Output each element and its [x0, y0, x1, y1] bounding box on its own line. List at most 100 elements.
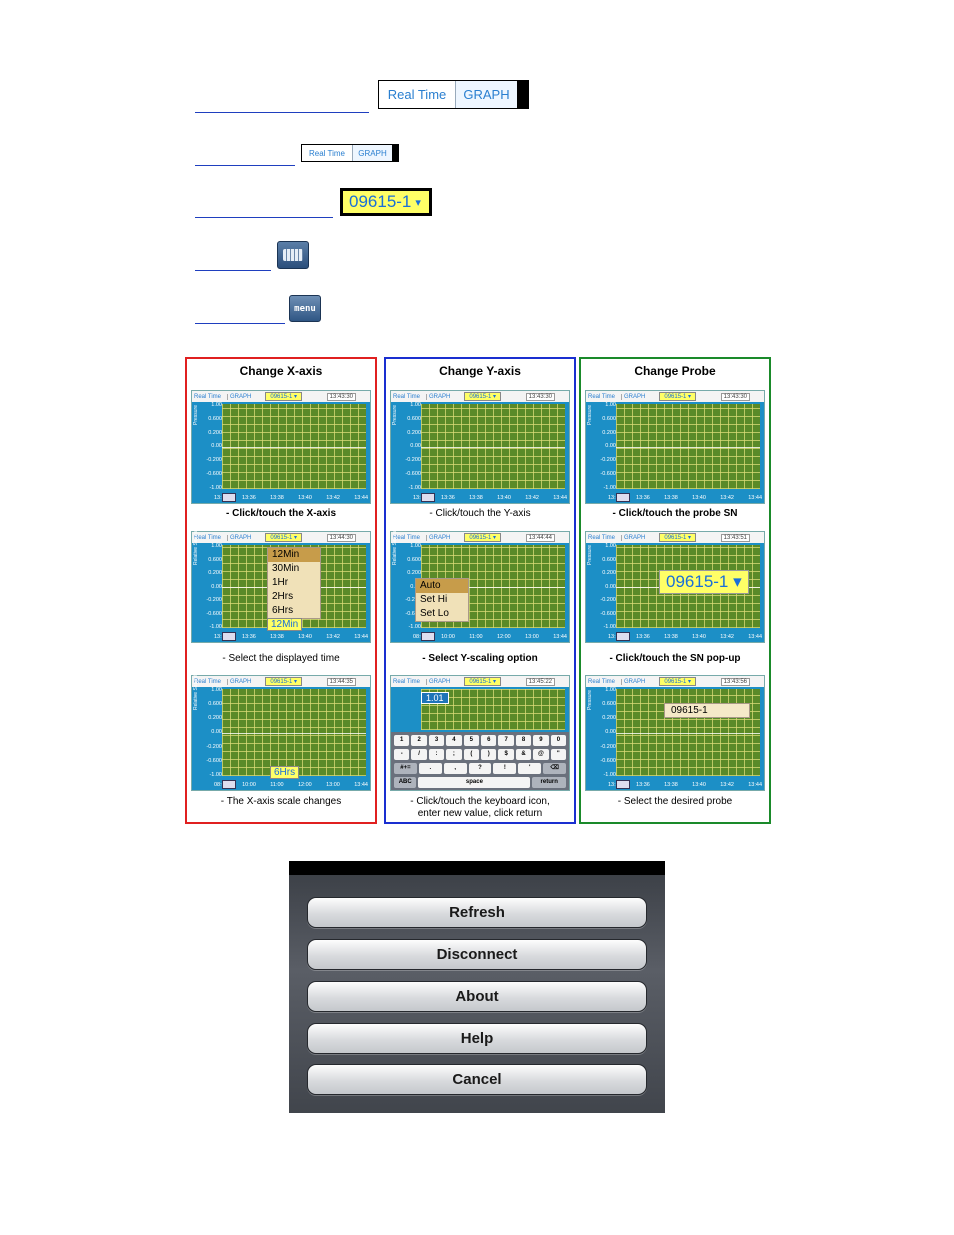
step-caption: - Click/touch the SN pop-up [609, 653, 741, 664]
help-button[interactable]: Help [307, 1023, 647, 1054]
disconnect-button[interactable]: Disconnect [307, 939, 647, 970]
key[interactable]: . [418, 763, 442, 774]
key[interactable]: #+= [394, 763, 417, 774]
probe-sn[interactable]: 09615-1 ▾ [659, 392, 697, 401]
cancel-button[interactable]: Cancel [307, 1064, 647, 1095]
realtime-graph-toggle-large[interactable]: Real Time GRAPH [378, 80, 529, 109]
key[interactable]: - [394, 749, 410, 760]
graph-plot[interactable] [222, 404, 366, 489]
key[interactable]: 1 [394, 735, 410, 746]
probe-sn-selector[interactable]: 09615-1 ▾ [340, 188, 432, 216]
selected-time-tag[interactable]: 12Min [267, 618, 303, 631]
key[interactable]: 9 [533, 735, 549, 746]
graph-label: GRAPH [352, 145, 392, 161]
keyboard-icon[interactable] [277, 241, 309, 269]
key[interactable]: 6 [481, 735, 497, 746]
sn-label: 09615-1 [349, 192, 412, 211]
key[interactable]: 7 [498, 735, 514, 746]
sn-popup[interactable]: 09615-1 ▾ [659, 570, 749, 594]
key[interactable]: & [515, 749, 532, 760]
time-range-dropdown[interactable]: 12Min 30Min 1Hr 2Hrs 6Hrs [267, 547, 321, 619]
key[interactable]: ! [493, 763, 517, 774]
step-caption: - Click/touch the Y-axis [429, 508, 531, 519]
dropdown-option[interactable]: 2Hrs [272, 591, 294, 602]
dropdown-option[interactable]: Set Lo [420, 608, 449, 619]
key[interactable]: 3 [428, 735, 445, 746]
keyboard-icon[interactable] [421, 493, 435, 502]
key[interactable]: ? [468, 763, 492, 774]
dropdown-option[interactable]: 12Min [268, 548, 320, 562]
value-input[interactable]: 1.01 [421, 692, 449, 704]
selected-time-tag[interactable]: 6Hrs [270, 766, 300, 779]
key[interactable]: 5 [463, 735, 480, 746]
step-caption: - The X-axis scale changes [220, 796, 342, 807]
key[interactable]: 4 [446, 735, 462, 746]
key[interactable]: 0 [550, 735, 567, 746]
key[interactable]: @ [533, 749, 549, 760]
probe-choice[interactable]: 09615-1 [664, 703, 750, 718]
graph-plot[interactable] [616, 404, 760, 489]
key[interactable]: " [550, 749, 567, 760]
backspace-icon[interactable]: ⌫ [543, 763, 567, 774]
space-key[interactable]: space [418, 777, 531, 788]
y-scaling-dropdown[interactable]: Auto Set Hi Set Lo [415, 578, 469, 622]
key[interactable]: 2 [411, 735, 427, 746]
return-key[interactable]: return [532, 777, 566, 788]
key[interactable]: / [411, 749, 427, 760]
keyboard-icon[interactable] [616, 780, 630, 789]
about-button[interactable]: About [307, 981, 647, 1012]
keyboard-icon[interactable] [616, 632, 630, 641]
key[interactable]: ; [446, 749, 462, 760]
key[interactable]: ' [518, 763, 542, 774]
underline [195, 270, 271, 271]
step-caption: - Select the displayed time [222, 653, 340, 664]
key[interactable]: ABC [394, 777, 417, 788]
keyboard-icon[interactable] [222, 493, 236, 502]
key[interactable]: : [428, 749, 445, 760]
key[interactable]: ) [481, 749, 497, 760]
refresh-button[interactable]: Refresh [307, 897, 647, 928]
graph-plot[interactable] [421, 689, 565, 730]
menu-icon[interactable]: menu [289, 295, 321, 322]
dropdown-option[interactable]: Set Hi [420, 594, 448, 605]
underline [195, 165, 295, 166]
dropdown-option[interactable]: Auto [416, 579, 468, 593]
realtime-graph-toggle-small[interactable]: Real Time GRAPH [301, 144, 399, 162]
dropdown-option[interactable]: 1Hr [272, 577, 289, 588]
key[interactable]: ( [463, 749, 480, 760]
graph-plot[interactable] [222, 689, 366, 776]
keyboard-icon[interactable] [222, 780, 236, 789]
underline [195, 217, 333, 218]
menu-label: menu [294, 303, 316, 314]
key[interactable]: $ [498, 749, 514, 760]
underline [195, 112, 369, 113]
key[interactable]: 8 [515, 735, 532, 746]
dropdown-option[interactable]: 6Hrs [272, 605, 294, 616]
dropdown-option[interactable]: 30Min [272, 563, 300, 574]
keyboard-icon[interactable] [421, 632, 435, 641]
keyboard-icon[interactable] [222, 632, 236, 641]
graph-plot[interactable] [421, 404, 565, 489]
panel-title: Change Y-axis [439, 364, 521, 378]
key[interactable]: , [443, 763, 467, 774]
keyboard-icon[interactable] [616, 493, 630, 502]
